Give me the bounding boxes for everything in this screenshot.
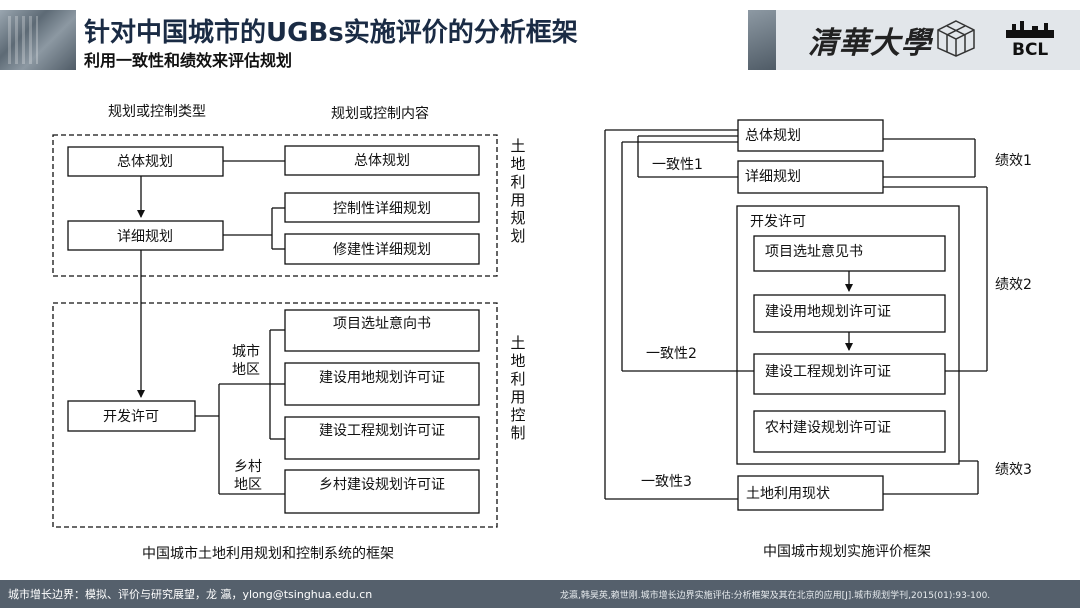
conformance-2: 一致性2 [646,346,697,362]
box-detailed-plan-label: 详细规划 [745,169,801,185]
label-urban-area: 城市地区 [232,344,260,378]
land-use-control-frame [52,302,498,528]
box-rural-permit-label: 农村建设规划许可证 [765,420,891,436]
architecture-logo-icon [937,20,975,57]
header-photo [0,10,76,70]
left-framework-diagram: 规划或控制类型 规划或控制内容 总体规划 详细规划 开发许可 总体规划 控制性详… [52,104,498,562]
right-framework-diagram: 总体规划 详细规划 开发许可 项目选址意见书 建设用地规划许可证 建设工程规划许… [604,119,1032,560]
box-engineering-permit [753,353,946,395]
content-regulatory-plan: 控制性详细规划 [333,201,431,217]
content-constructive-plan: 修建性详细规划 [333,242,431,258]
left-caption: 中国城市土地利用规划和控制系统的框架 [142,545,394,562]
box-land-permit-label: 建设用地规划许可证 [765,304,891,320]
content-rural-permit: 乡村建设规划许可证 [319,477,445,493]
content-master-plan: 总体规划 [354,153,410,169]
content-site-selection: 项目选址意向书 [333,315,431,332]
conformance-3: 一致性3 [641,474,692,490]
box-land-status-label: 土地利用现状 [746,486,830,502]
conformance-1: 一致性1 [652,157,703,173]
content-engineering-permit-box [284,416,480,460]
box-dev-permit-label: 开发许可 [750,214,806,230]
box-rural-permit [753,410,946,453]
page-title: 针对中国城市的UGBs实施评价的分析框架 [84,18,578,48]
col-header-content: 规划或控制内容 [331,105,429,122]
content-land-permit: 建设用地规划许可证 [319,370,445,386]
logo-photo-strip [748,10,776,70]
logo-panel [776,10,1080,70]
footer-left-text: 城市增长边界：模拟、评价与研究展望，龙 瀛，ylong@tsinghua.edu… [8,588,373,601]
land-use-planning-frame [52,134,498,277]
bcl-skyline-icon [1006,21,1054,38]
footer-citation: 龙瀛,韩昊英,赖世刚.城市增长边界实施评估:分析框架及其在北京的应用[J].城市… [560,591,991,601]
performance-2: 绩效2 [995,277,1032,293]
box-engineering-permit-label: 建设工程规划许可证 [765,364,891,380]
col-header-type: 规划或控制类型 [108,104,206,120]
box-site-selection-label: 项目选址意见书 [765,243,863,260]
content-engineering-permit: 建设工程规划许可证 [319,423,445,439]
content-rural-permit-box [284,469,480,514]
performance-1: 绩效1 [995,153,1032,169]
tsinghua-logo: 清華大學 [808,26,932,61]
label-rural-area: 乡村地区 [234,459,262,493]
node-dev-permit: 开发许可 [103,409,159,425]
performance-3: 绩效3 [995,462,1032,478]
right-caption: 中国城市规划实施评价框架 [763,543,931,560]
box-dev-permit-frame [736,205,960,465]
group-label-land-use-control: 土地利用控制 [510,334,526,442]
group-label-land-use-planning: 土地利用规划 [510,137,526,245]
node-detailed-plan: 详细规划 [117,229,173,245]
page-subtitle: 利用一致性和绩效来评估规划 [84,51,293,70]
box-land-status [737,475,884,511]
box-master-plan-label: 总体规划 [745,128,801,144]
bcl-logo-text: BCL [1012,40,1049,60]
footer-bar [0,580,1080,608]
node-master-plan: 总体规划 [117,154,173,170]
